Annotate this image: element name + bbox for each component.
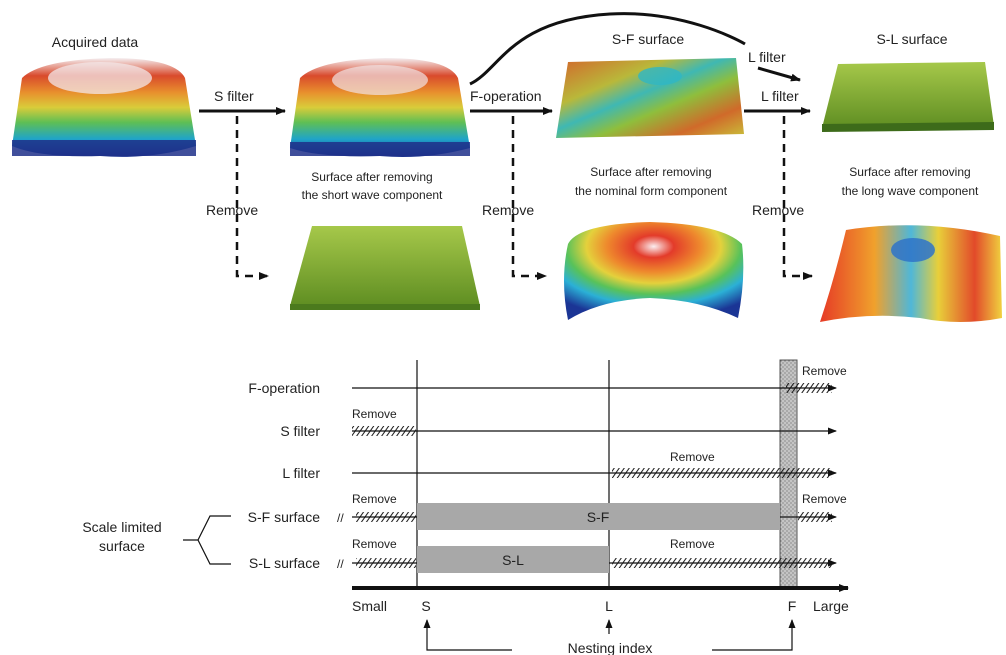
after-long-caption-1: Surface after removing [849,165,970,179]
f-operation-remove-label: Remove [802,364,847,378]
sf-bar-label: S-F [587,509,610,525]
axis-small-label: Small [352,598,387,614]
sl-row-hatch-left [356,558,416,568]
remove-path-2 [511,116,547,280]
acquired-data-label: Acquired data [52,34,139,50]
row-label-sf-surface: S-F surface [248,509,321,525]
acquired-data-surface-image [12,58,196,157]
scale-limited-label-2: surface [99,538,145,554]
row-label-s-filter: S filter [280,423,320,439]
tick-f-label: F [788,598,797,614]
sl-row-break-mark: // [337,557,344,571]
scale-limited-bracket [183,515,231,565]
remove-label-3: Remove [752,202,804,218]
remove-path-3 [782,116,813,280]
sl-surface-image [822,62,994,132]
tick-s-label: S [421,598,430,614]
sf-row-break-mark: // [337,511,344,525]
nominal-form-component-image [564,222,744,320]
scale-limited-label-1: Scale limited [82,519,161,535]
l-filter-top-label: L filter [748,49,786,65]
row-label-sl-surface: S-L surface [249,555,320,571]
sl-row-hatch-right [612,558,832,568]
row-label-f-operation: F-operation [248,380,320,396]
sf-row-remove-right-label: Remove [802,492,847,506]
remove-label-1: Remove [206,202,258,218]
sf-surface-image [556,58,744,138]
after-short-caption-1: Surface after removing [311,170,432,184]
short-wave-component-image [290,226,480,310]
sf-row-hatch-right [798,512,832,522]
sf-surface-title: S-F surface [612,31,685,47]
l-filter-remove-label: Remove [670,450,715,464]
after-short-caption-2: the short wave component [302,188,443,202]
s-filter-label: S filter [214,88,254,104]
l-filter-hatch [612,468,832,478]
sf-row-remove-left-label: Remove [352,492,397,506]
nesting-index-label: Nesting index [568,640,653,655]
sl-surface-title: S-L surface [876,31,947,47]
sl-bar-label: S-L [502,552,524,568]
sf-bar [417,503,780,530]
after-form-caption-1: Surface after removing [590,165,711,179]
after-form-caption-2: the nominal form component [575,184,728,198]
short-wave-removed-surface-image [290,58,470,157]
s-filter-remove-label: Remove [352,407,397,421]
sf-row-hatch-left [356,512,416,522]
f-operation-hatch [786,383,832,393]
nesting-pointer-f [712,619,796,651]
after-long-caption-2: the long wave component [842,184,979,198]
l-filter-mid-label: L filter [761,88,799,104]
f-operation-label: F-operation [470,88,542,104]
l-filter-top-arrow [757,66,801,82]
tick-l-label: L [605,598,613,614]
axis-large-label: Large [813,598,849,614]
long-wave-component-image [820,225,1002,322]
row-label-l-filter: L filter [282,465,320,481]
remove-path-1 [235,116,269,280]
sl-row-remove-left-label: Remove [352,537,397,551]
sl-bar [417,546,609,573]
l-filter-curve-arrow [469,12,746,86]
remove-label-2: Remove [482,202,534,218]
sl-row-remove-right-label: Remove [670,537,715,551]
nesting-pointer-s [423,619,512,651]
s-filter-hatch [352,426,416,436]
